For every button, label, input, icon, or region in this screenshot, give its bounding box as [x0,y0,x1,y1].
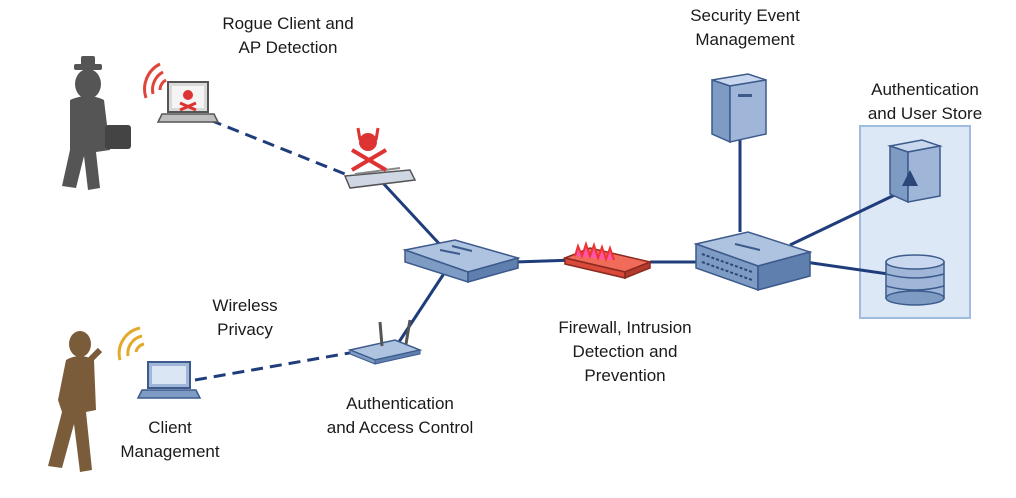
link-core-server [789,188,906,247]
client-laptop-icon [136,361,202,399]
rogue-signal-icon [143,62,167,99]
label-auth-access-control: Authentication and Access Control [326,394,474,437]
link-rogue-ap-switch [380,180,447,252]
network-links [194,118,906,382]
link-rogue-laptop-ap [209,118,361,182]
link-switch-ap [393,271,447,349]
rogue-ap-icon [343,127,417,189]
client-signal-icon [117,326,145,361]
label-rogue-detection: Rogue Client and AP Detection [222,14,354,57]
access-switch-icon [402,239,521,284]
wireless-ap-icon [347,319,423,365]
firewall-icon [562,240,653,280]
user-figure [48,331,103,472]
label-firewall-ids-ips: Firewall, Intrusion Detection and Preven… [558,318,692,385]
link-client-ap [194,350,356,382]
attacker-figure [62,56,131,190]
core-switch-icon [693,231,813,292]
auth-server-icon [887,139,943,204]
sem-server-icon [711,73,767,144]
label-security-event-management: Security Event Management [690,6,800,49]
link-core-db [804,260,896,277]
label-client-management: Client Management [120,418,220,461]
database-icon [885,254,945,306]
rogue-laptop-icon [156,81,220,123]
label-wireless-privacy: Wireless Privacy [212,296,278,339]
label-auth-user-store: Authentication and User Store [867,80,983,123]
